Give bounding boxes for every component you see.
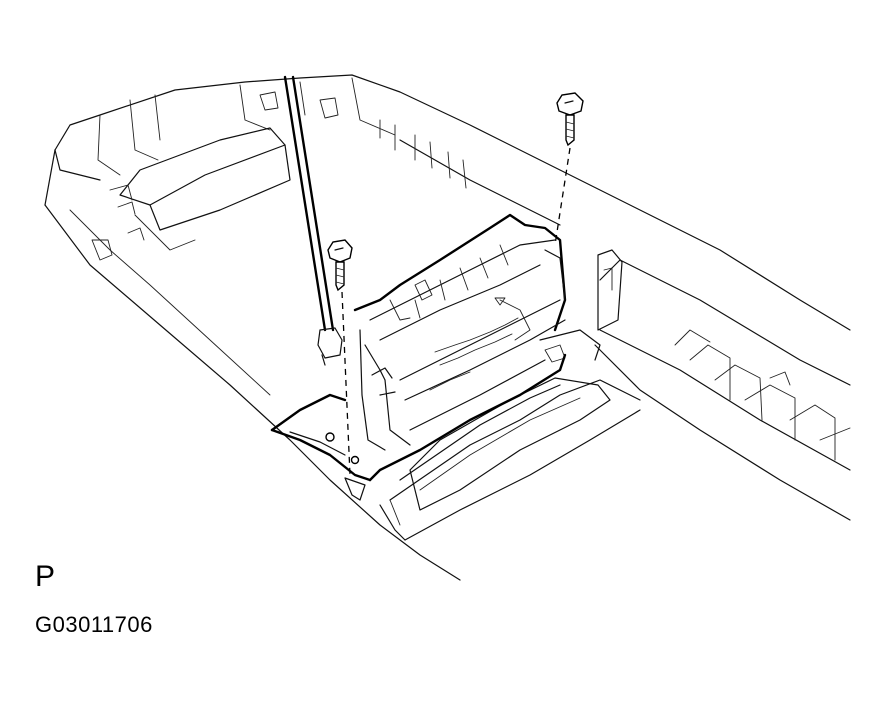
figure-code: G03011706 [35, 612, 153, 637]
dashed-line-right [554, 147, 571, 246]
mounting-bracket [270, 353, 567, 501]
right-console-section [379, 119, 851, 521]
rear-compartment [91, 91, 339, 261]
view-letter: P [35, 560, 56, 593]
console-housing [44, 74, 851, 581]
control-unit [353, 213, 567, 451]
bolt-left [327, 239, 353, 292]
dashed-line-left [341, 291, 351, 476]
front-tray [379, 329, 641, 541]
bolt-right [556, 92, 584, 147]
cable-rod [283, 75, 343, 366]
